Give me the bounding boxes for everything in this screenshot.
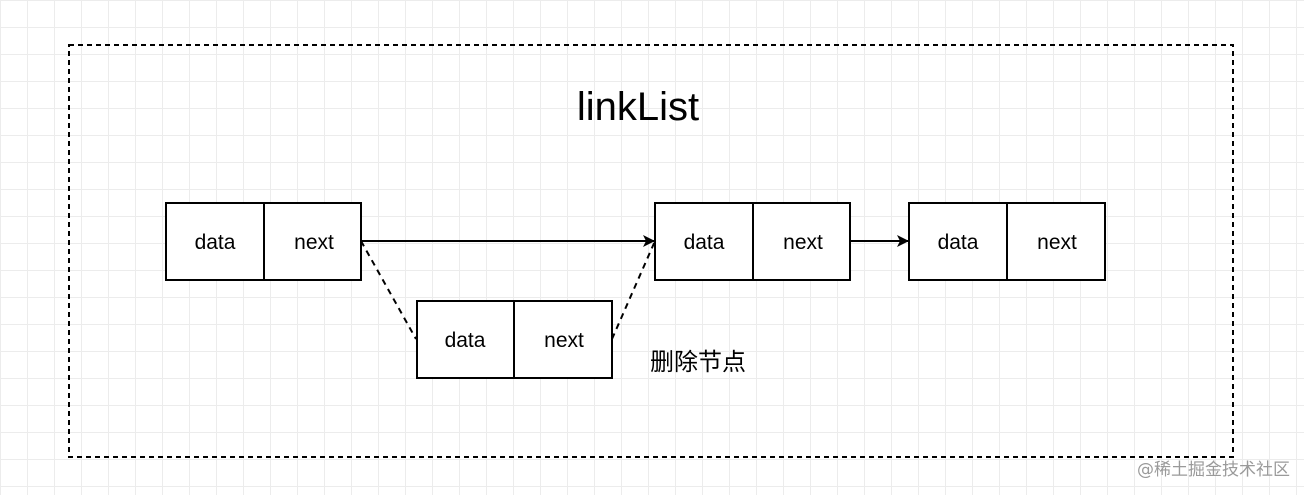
dashed-link-out [611,240,656,340]
list-node-3: data next [654,202,851,281]
dashed-link-in [360,240,417,340]
list-node-4: data next [908,202,1106,281]
node-data-field: data [938,231,979,254]
node-next-field: next [294,231,334,254]
list-node-deleted: data next [416,300,613,379]
watermark: @稀土掘金技术社区 [1137,460,1290,480]
node-data-field: data [195,231,236,254]
list-node-1: data next [165,202,362,281]
node-data-field: data [445,329,486,352]
deleted-node-label: 删除节点 [650,348,746,376]
node-next-field: next [544,329,584,352]
container-frame [68,44,1234,458]
node-next-field: next [783,231,823,254]
node-next-field: next [1037,231,1077,254]
node-data-field: data [684,231,725,254]
diagram-title: linkList [577,85,699,129]
